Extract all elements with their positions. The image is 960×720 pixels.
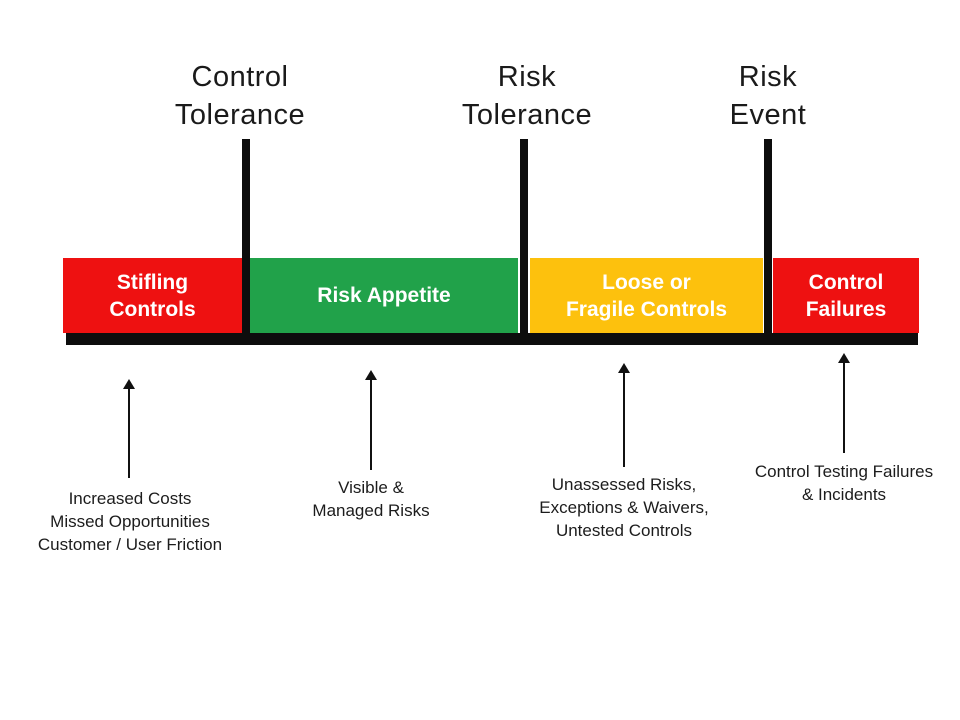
segment-loose-or-fragile-controls: Loose or Fragile Controls xyxy=(530,258,763,333)
segment-label-line: Risk Appetite xyxy=(317,284,451,307)
arrow-line xyxy=(843,363,845,453)
marker-label-line: Risk xyxy=(738,61,798,93)
arrow-head-icon xyxy=(123,379,135,389)
annotation-line: Managed Risks xyxy=(312,501,430,520)
segment-control-failures: Control Failures xyxy=(773,258,919,333)
annotation-loose-controls: Unassessed Risks, Exceptions & Waivers, … xyxy=(504,473,744,542)
up-arrow-loose-controls xyxy=(617,363,631,467)
arrow-head-icon xyxy=(365,370,377,380)
annotation-control-failures: Control Testing Failures & Incidents xyxy=(724,460,960,506)
up-arrow-risk-appetite xyxy=(364,370,378,470)
marker-label-line: Control xyxy=(191,61,289,93)
marker-label-risk-tolerance: Risk Tolerance xyxy=(417,58,637,134)
up-arrow-stifling xyxy=(122,379,136,478)
annotation-line: Increased Costs xyxy=(68,489,192,508)
arrow-head-icon xyxy=(838,353,850,363)
arrow-line xyxy=(623,373,625,467)
annotation-line: Unassessed Risks, xyxy=(551,475,697,494)
marker-label-line: Tolerance xyxy=(461,99,593,131)
up-arrow-control-failures xyxy=(837,353,851,453)
annotation-line: Customer / User Friction xyxy=(37,535,223,554)
baseline xyxy=(66,333,918,345)
arrow-line xyxy=(128,389,130,478)
segment-label-line: Controls xyxy=(109,297,196,321)
annotation-risk-appetite: Visible & Managed Risks xyxy=(251,476,491,522)
annotation-line: Control Testing Failures xyxy=(754,462,934,481)
segment-label-line: Failures xyxy=(805,297,887,321)
marker-label-line: Risk xyxy=(497,61,557,93)
annotation-line: Exceptions & Waivers, xyxy=(539,498,709,517)
segment-label-line: Control xyxy=(808,270,884,294)
annotation-line: Untested Controls xyxy=(555,521,693,540)
marker-label-control-tolerance: Control Tolerance xyxy=(130,58,350,134)
marker-label-line: Tolerance xyxy=(174,99,306,131)
arrow-line xyxy=(370,380,372,470)
segment-label-line: Stifling xyxy=(116,270,189,294)
marker-label-line: Event xyxy=(729,99,807,131)
marker-bar-control-tolerance xyxy=(242,139,250,345)
arrow-head-icon xyxy=(618,363,630,373)
marker-bar-risk-event xyxy=(764,139,772,345)
annotation-line: Visible & xyxy=(338,478,404,497)
segment-risk-appetite: Risk Appetite xyxy=(250,258,518,333)
annotation-line: Missed Opportunities xyxy=(50,512,210,531)
segment-stifling-controls: Stifling Controls xyxy=(63,258,242,333)
annotation-line: & Incidents xyxy=(801,485,887,504)
marker-bar-risk-tolerance xyxy=(520,139,528,345)
segment-label-line: Fragile Controls xyxy=(565,297,728,321)
marker-label-risk-event: Risk Event xyxy=(658,58,878,134)
annotation-stifling-controls: Increased Costs Missed Opportunities Cus… xyxy=(10,487,250,556)
segment-label-line: Loose or xyxy=(602,270,691,294)
